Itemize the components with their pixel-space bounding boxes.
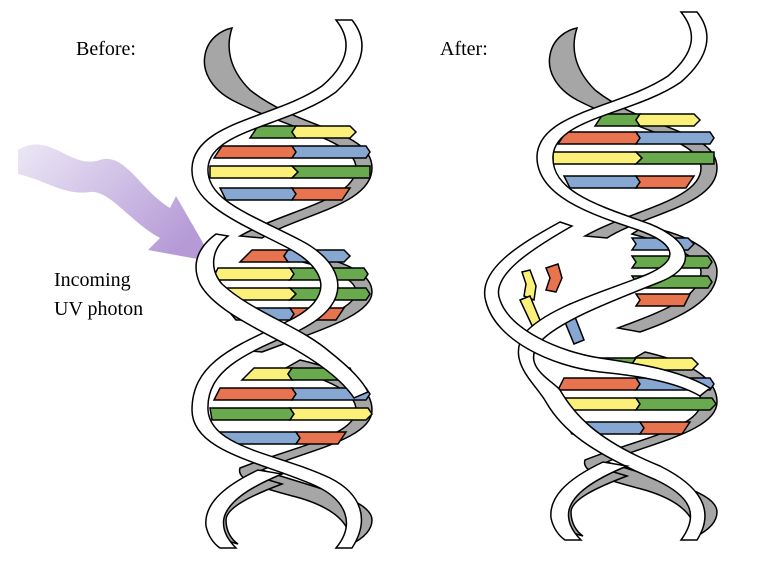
base-blue	[562, 175, 641, 189]
backbone-front-strand	[517, 11, 708, 541]
base-red	[238, 249, 290, 263]
base-yellow	[210, 267, 295, 281]
base-green	[290, 165, 371, 179]
backbone-front-strand	[550, 461, 630, 541]
backbone-front-strand	[195, 233, 370, 399]
base-red	[634, 293, 692, 307]
backbone-front-strand	[205, 469, 285, 549]
base-red	[634, 175, 696, 189]
photon-arrow	[18, 144, 214, 262]
base-pair	[556, 131, 715, 145]
base-pair	[210, 267, 369, 281]
backbone-front-strand	[191, 19, 363, 549]
base-yellow	[288, 407, 373, 421]
base-pair	[209, 165, 371, 179]
base-pair	[593, 113, 702, 127]
photon-label-line2: UV photon	[54, 298, 144, 320]
base-green	[209, 407, 295, 421]
base-yellow	[552, 151, 644, 165]
base-red	[556, 131, 641, 145]
base-red	[294, 431, 348, 445]
base-pair	[218, 431, 348, 445]
base-blue	[218, 187, 297, 201]
base-yellow	[521, 269, 537, 302]
photon-label-line1: Incoming	[54, 269, 131, 291]
base-yellow	[209, 165, 300, 179]
base-red	[556, 377, 641, 391]
base-yellow	[291, 125, 358, 139]
after-label: After:	[440, 38, 488, 60]
dna-helix-after	[483, 11, 718, 541]
base-pair	[552, 151, 715, 165]
base-green	[634, 397, 717, 411]
base-blue	[634, 131, 715, 145]
dna-helix-before	[191, 19, 373, 549]
base-yellow	[240, 367, 294, 381]
wavy-arrow-icon	[18, 144, 214, 262]
base-pair	[212, 145, 371, 159]
base-pair	[553, 397, 717, 411]
base-blue	[290, 145, 371, 159]
base-pair	[248, 125, 358, 139]
base-red	[638, 421, 692, 435]
base-yellow	[635, 113, 702, 127]
base-pair	[209, 407, 373, 421]
base-pair	[212, 387, 371, 401]
base-red	[545, 263, 563, 293]
base-red	[212, 387, 297, 401]
base-green	[634, 151, 715, 165]
before-label: Before:	[76, 38, 136, 60]
base-red	[212, 145, 297, 159]
base-pair	[218, 187, 352, 201]
base-red	[290, 187, 352, 201]
backbone-front-strand	[483, 221, 712, 397]
base-pair	[562, 175, 696, 189]
